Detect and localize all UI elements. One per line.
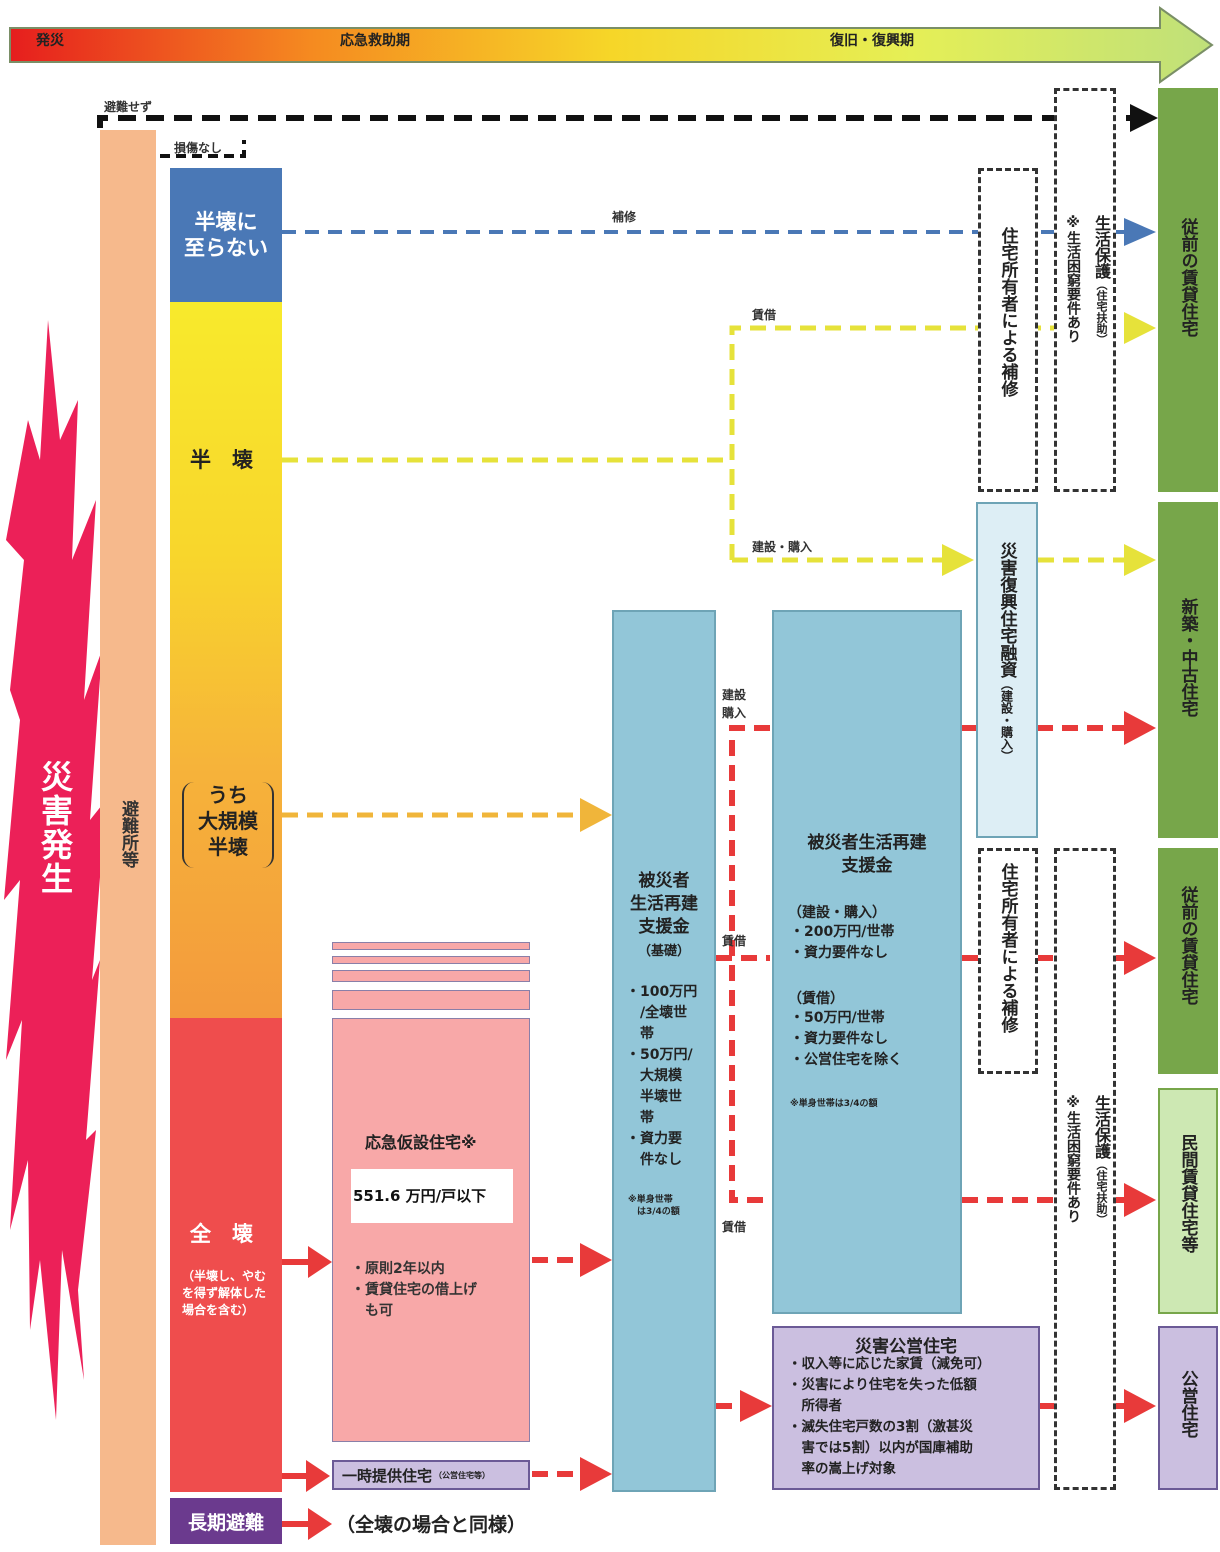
phase-label-3: 復旧・復興期 bbox=[830, 33, 914, 49]
add-support-note: ※単身世帯は3/4の額 bbox=[790, 1099, 878, 1109]
half-label: 半 壊 bbox=[190, 448, 253, 472]
owner-repair-box-2: 住宅所有者による補修 bbox=[978, 848, 1038, 1074]
temp-housing-bullets: ・原則2年以内 ・賃貸住宅の借上げ も可 bbox=[351, 1261, 477, 1319]
welfare-note: ※生活困窮要件あり bbox=[1065, 215, 1081, 343]
owner-repair-label: 住宅所有者による補修 bbox=[997, 863, 1018, 1033]
add-support-rent-head: （賃借） bbox=[788, 991, 844, 1007]
timeline-arrow bbox=[9, 6, 1214, 84]
outcome-new-used: 新築・中古住宅 bbox=[1158, 502, 1218, 838]
large-half-label: うち 大規模 半壊 bbox=[182, 782, 274, 868]
shelter-label: 避難所等 bbox=[118, 800, 138, 868]
outcome-label: 民間賃貸住宅等 bbox=[1177, 1134, 1198, 1253]
outcome-public: 公営住宅 bbox=[1158, 1326, 1218, 1490]
temp-housing-title: 応急仮設住宅※ bbox=[365, 1133, 477, 1152]
add-support-rent-bullets: ・50万円/世帯 ・資力要件なし ・公営住宅を除く bbox=[790, 1010, 902, 1068]
owner-repair-box-1: 住宅所有者による補修 bbox=[978, 168, 1038, 492]
temp-provided-label: 一時提供住宅 bbox=[342, 1466, 433, 1485]
welfare-title: 生活保護 bbox=[1092, 215, 1111, 279]
full-note: （半壊し、やむを得ず解体した場合を含む） bbox=[182, 1269, 267, 1317]
loan-box: 災害復興住宅融資（建設・購入） bbox=[976, 502, 1038, 838]
full-box: 全 壊 （半壊し、やむを得ず解体した場合を含む） bbox=[170, 1018, 282, 1492]
no-damage-label: 損傷なし bbox=[174, 141, 223, 155]
add-support-box: 被災者生活再建 支援金 （建設・購入） ・200万円/世帯 ・資力要件なし （賃… bbox=[772, 610, 962, 1314]
basic-support-title: 被災者 生活再建 支援金 bbox=[630, 871, 698, 937]
path-label-rent-2: 賃借 bbox=[722, 934, 747, 948]
stack-bar bbox=[332, 956, 530, 964]
half-box: 半 壊 うち 大規模 半壊 bbox=[170, 302, 282, 1018]
temp-provided-note: （公営住宅等） bbox=[434, 1470, 491, 1480]
add-support-build-bullets: ・200万円/世帯 ・資力要件なし bbox=[790, 924, 895, 961]
phase-label-2: 応急救助期 bbox=[340, 33, 410, 49]
outcome-label: 従前の賃貸住宅 bbox=[1177, 886, 1198, 1005]
shelter-column: 避難所等 bbox=[100, 130, 156, 1545]
owner-repair-label: 住宅所有者による補修 bbox=[997, 227, 1018, 397]
outcome-prior-rental-2: 従前の賃貸住宅 bbox=[1158, 848, 1218, 1074]
basic-support-subtitle: （基礎） bbox=[637, 944, 690, 959]
path-label-rent-3: 賃借 bbox=[722, 1220, 747, 1234]
not-half-box: 半壊に 至らない bbox=[170, 168, 282, 302]
welfare-title: 生活保護 bbox=[1092, 1095, 1111, 1159]
temp-housing-cost: 551.6 万円/戸以下 bbox=[353, 1187, 487, 1205]
add-support-build-head: （建設・購入） bbox=[788, 905, 886, 921]
welfare-sub: （住宅扶助） bbox=[1095, 279, 1108, 345]
long-evac-note: （全壊の場合と同様） bbox=[336, 1514, 527, 1536]
loan-title: 災害復興住宅融資 bbox=[996, 542, 1017, 678]
public-housing-box: 災害公営住宅 ・収入等に応じた家賃（減免可） ・災害により住宅を失った低額 所得… bbox=[772, 1326, 1040, 1490]
path-label-repair: 補修 bbox=[612, 210, 637, 224]
full-label: 全 壊 bbox=[190, 1222, 253, 1246]
public-housing-title: 災害公営住宅 bbox=[855, 1337, 957, 1357]
path-label-buy: 購入 bbox=[722, 706, 747, 720]
welfare-box-1: 生活保護（住宅扶助） ※生活困窮要件あり bbox=[1054, 88, 1116, 492]
outcome-prior-rental-1: 従前の賃貸住宅 bbox=[1158, 88, 1218, 492]
outcome-label: 公営住宅 bbox=[1177, 1370, 1198, 1438]
basic-support-note: ※単身世帯 は3/4の額 bbox=[628, 1195, 680, 1217]
temp-housing-box: 応急仮設住宅※ 551.6 万円/戸以下 ・原則2年以内 ・賃貸住宅の借上げ も… bbox=[332, 1018, 530, 1442]
loan-sub: （建設・購入） bbox=[999, 678, 1014, 762]
add-support-title: 被災者生活再建 支援金 bbox=[807, 833, 927, 876]
disaster-label: 災害発生 bbox=[36, 760, 74, 896]
temp-provided-box: 一時提供住宅 （公営住宅等） bbox=[332, 1460, 530, 1490]
welfare-sub: （住宅扶助） bbox=[1095, 1159, 1108, 1225]
path-label-build: 建設 bbox=[722, 688, 747, 702]
basic-support-box: 被災者 生活再建 支援金 （基礎） ・100万円 /全壊世 帯 ・50万円/ 大… bbox=[612, 610, 716, 1492]
long-evac-label: 長期避難 bbox=[187, 1511, 264, 1534]
no-evac-label: 避難せず bbox=[104, 100, 153, 114]
basic-support-bullets: ・100万円 /全壊世 帯 ・50万円/ 大規模 半壊世 帯 ・資力要 件なし bbox=[626, 984, 698, 1168]
outcome-private-rental: 民間賃貸住宅等 bbox=[1158, 1088, 1218, 1314]
stack-bar bbox=[332, 970, 530, 982]
outcome-label: 新築・中古住宅 bbox=[1177, 598, 1198, 717]
stack-bar bbox=[332, 990, 530, 1010]
not-half-label: 半壊に 至らない bbox=[184, 210, 268, 260]
path-label-build-buy: 建設・購入 bbox=[752, 540, 813, 554]
path-label-rent: 賃借 bbox=[752, 308, 777, 322]
disaster-burst bbox=[4, 320, 106, 1420]
welfare-box-2: 生活保護（住宅扶助） ※生活困窮要件あり bbox=[1054, 848, 1116, 1490]
outcome-label: 従前の賃貸住宅 bbox=[1177, 218, 1198, 337]
phase-label-1: 発災 bbox=[36, 33, 64, 49]
stack-bar bbox=[332, 942, 530, 950]
long-evac-box: 長期避難 bbox=[170, 1498, 282, 1544]
welfare-note: ※生活困窮要件あり bbox=[1065, 1095, 1081, 1223]
public-housing-bullets: ・収入等に応じた家賃（減免可） ・災害により住宅を失った低額 所得者 ・滅失住宅… bbox=[788, 1356, 991, 1477]
